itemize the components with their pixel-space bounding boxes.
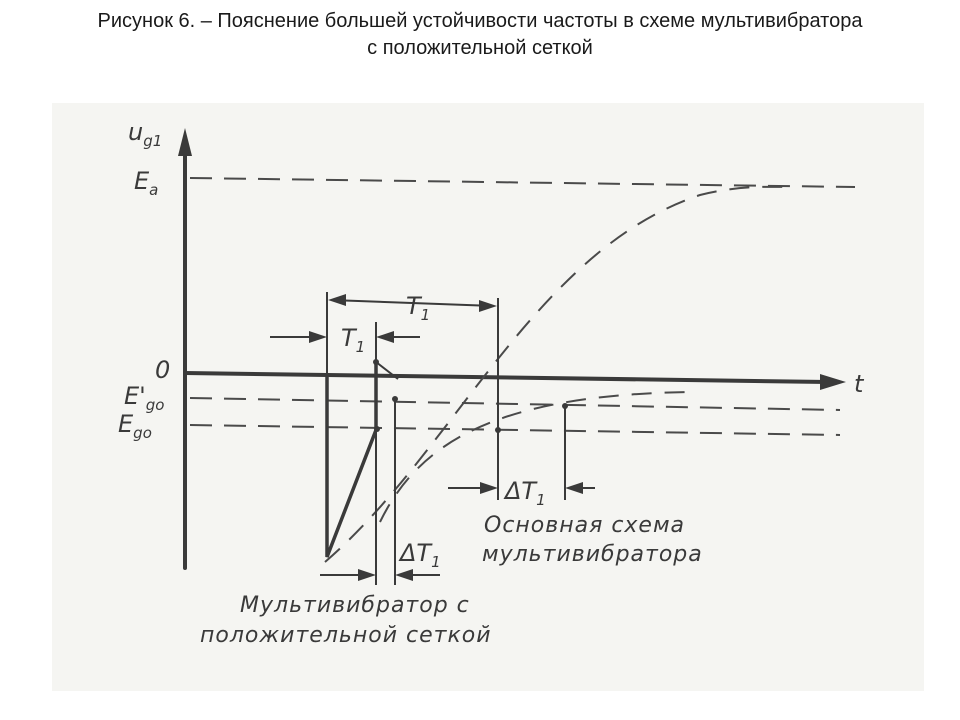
- dt1-bottom-label: ΔT1: [398, 539, 441, 571]
- t1-outer-dimension-line: [330, 299, 495, 307]
- ea-label: Ea: [134, 167, 158, 199]
- eg0-prime-marker-left: [392, 396, 398, 402]
- positive-grid-note-line-2: положительной сеткой: [200, 623, 492, 648]
- t1-outer-arrow-right: [479, 300, 497, 312]
- paper-background: [52, 103, 924, 691]
- t1-outer-arrow-left: [328, 294, 346, 306]
- positive-grid-note-line-1: Мультивибратор с: [240, 593, 470, 618]
- x-axis: [183, 371, 830, 384]
- figure-caption: Рисунок 6. – Пояснение большей устойчиво…: [0, 8, 960, 62]
- caption-line-2: с положительной сеткой: [367, 37, 593, 59]
- t1-inner-label: T1: [341, 324, 365, 356]
- dt1-bottom-arrow-right: [395, 569, 413, 581]
- zero-label: 0: [155, 356, 170, 384]
- t1-inner-arrow-left: [309, 331, 327, 343]
- ea-level-line: [189, 177, 856, 188]
- eg0-prime-label: E'go: [124, 382, 164, 414]
- dt1-bottom-arrow-left: [358, 569, 376, 581]
- grid-voltage-curve-positive: [379, 391, 691, 523]
- dt1-right-arrow-left: [480, 482, 498, 494]
- dt1-right-label: ΔT1: [503, 477, 546, 509]
- t1-outer-label: T1: [406, 292, 430, 324]
- overshoot-stroke: [375, 361, 399, 380]
- grid-voltage-curve-basic: [324, 185, 791, 563]
- basic-scheme-note-line-1: Основная схема: [484, 513, 685, 538]
- basic-scheme-note-line-2: мультивибратора: [482, 542, 703, 567]
- x-axis-arrowhead: [820, 374, 846, 390]
- caption-line-1: Рисунок 6. – Пояснение большей устойчиво…: [97, 10, 863, 32]
- dt1-right-arrow-right: [565, 482, 583, 494]
- t1-inner-arrow-right: [376, 331, 394, 343]
- eg0-prime-level-line: [189, 397, 841, 411]
- y-axis-label: ug1: [128, 118, 162, 150]
- y-axis-arrowhead: [178, 128, 192, 156]
- x-axis-label: t: [854, 370, 865, 398]
- eg0-label: Ego: [118, 410, 152, 442]
- eg0-level-line: [189, 424, 841, 436]
